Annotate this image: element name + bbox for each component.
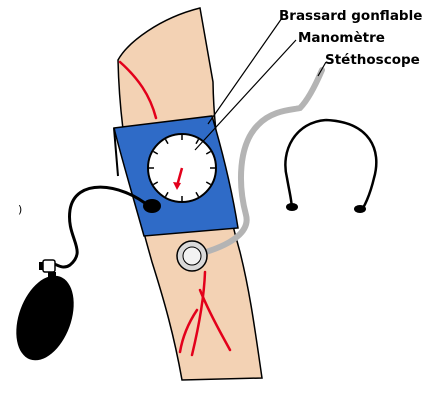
tube-connector [143, 199, 161, 213]
label-cuff: Brassard gonflable [279, 8, 422, 24]
inflation-bulb-icon [6, 260, 85, 368]
earpiece-right [354, 205, 366, 213]
stethoscope-diaphragm [183, 247, 201, 265]
label-stethoscope: Stéthoscope [325, 52, 420, 68]
manometer-dial-icon [148, 134, 216, 202]
label-manometer: Manomètre [298, 30, 385, 46]
bulb-valve-cap [39, 262, 43, 270]
leader-cuff [208, 18, 282, 124]
earpiece-left [286, 203, 298, 211]
stray-mark: ) [18, 203, 22, 216]
bulb-valve [43, 260, 55, 272]
inflation-bulb [6, 268, 85, 368]
stethoscope-earpieces [285, 120, 376, 212]
